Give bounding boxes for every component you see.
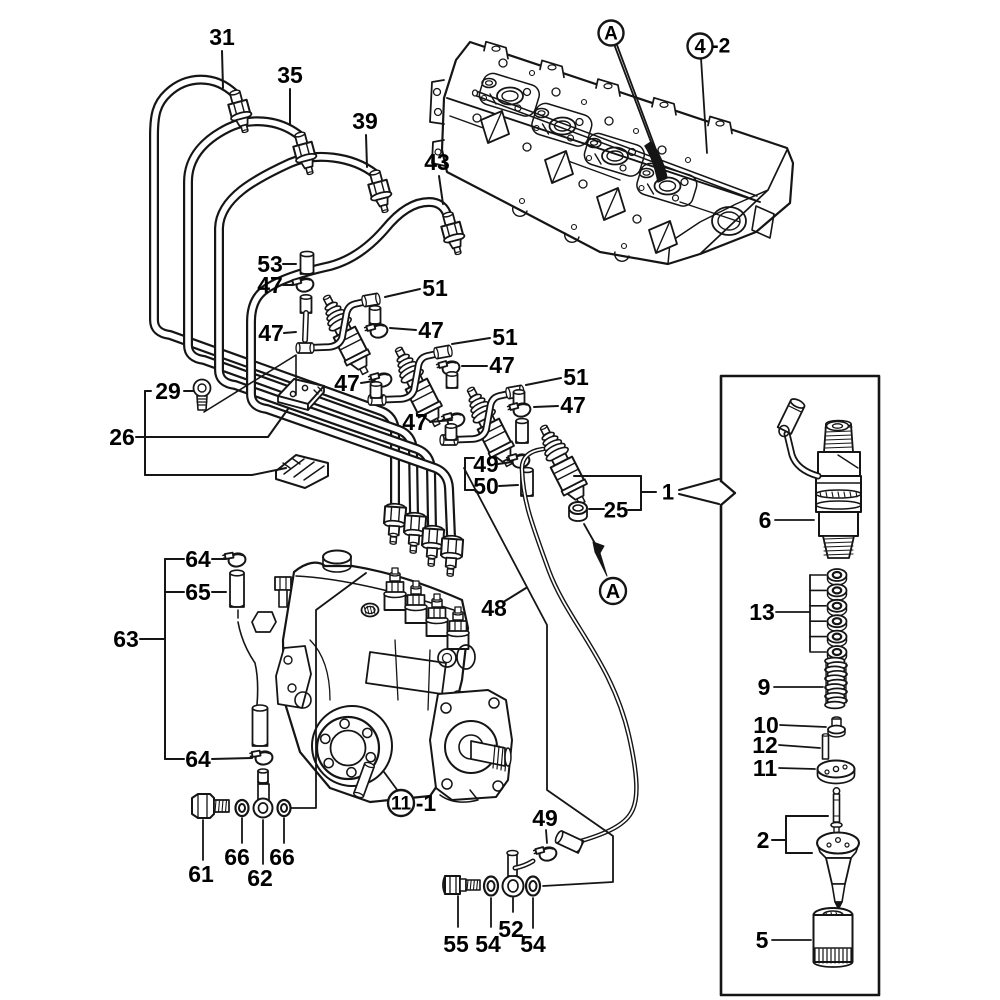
svg-text:48: 48 xyxy=(481,595,507,621)
svg-text:50: 50 xyxy=(473,473,499,499)
svg-text:6: 6 xyxy=(759,507,772,533)
svg-text:1: 1 xyxy=(662,480,674,505)
svg-text:51: 51 xyxy=(492,324,518,350)
svg-text:47: 47 xyxy=(402,409,428,435)
svg-text:66: 66 xyxy=(224,844,250,870)
svg-text:49: 49 xyxy=(532,805,558,831)
svg-text:47: 47 xyxy=(560,392,586,418)
svg-text:29: 29 xyxy=(155,378,181,404)
svg-text:53: 53 xyxy=(257,251,283,277)
svg-text:10: 10 xyxy=(753,712,779,738)
svg-text:49: 49 xyxy=(473,451,499,477)
svg-text:51: 51 xyxy=(563,364,589,390)
svg-text:47: 47 xyxy=(489,352,515,378)
svg-text:43: 43 xyxy=(424,149,450,175)
svg-text:31: 31 xyxy=(209,24,235,50)
svg-text:9: 9 xyxy=(758,674,771,700)
svg-text:66: 66 xyxy=(269,844,295,870)
svg-text:55: 55 xyxy=(443,931,469,957)
svg-text:63: 63 xyxy=(113,626,139,652)
svg-text:39: 39 xyxy=(352,108,378,134)
svg-text:47: 47 xyxy=(334,370,360,396)
svg-text:54: 54 xyxy=(520,931,546,957)
svg-text:-2: -2 xyxy=(712,35,731,58)
svg-text:52: 52 xyxy=(498,916,524,942)
svg-text:51: 51 xyxy=(422,275,448,301)
svg-text:5: 5 xyxy=(756,927,769,953)
svg-text:A: A xyxy=(606,581,620,603)
svg-text:47: 47 xyxy=(418,317,444,343)
svg-text:64: 64 xyxy=(185,746,211,772)
svg-text:25: 25 xyxy=(604,498,628,523)
svg-text:61: 61 xyxy=(188,861,214,887)
svg-text:62: 62 xyxy=(247,865,273,891)
svg-text:-1: -1 xyxy=(416,790,437,816)
svg-text:2: 2 xyxy=(757,827,770,853)
svg-text:11: 11 xyxy=(391,794,412,815)
svg-text:4: 4 xyxy=(694,36,706,58)
svg-text:47: 47 xyxy=(257,272,283,298)
svg-text:26: 26 xyxy=(109,424,135,450)
svg-text:64: 64 xyxy=(185,546,211,572)
svg-text:54: 54 xyxy=(475,931,501,957)
svg-text:47: 47 xyxy=(258,320,284,346)
svg-text:13: 13 xyxy=(749,599,775,625)
svg-text:65: 65 xyxy=(185,579,211,605)
svg-text:A: A xyxy=(604,24,618,45)
svg-text:11: 11 xyxy=(753,755,778,781)
svg-text:12: 12 xyxy=(752,732,778,758)
svg-text:35: 35 xyxy=(277,62,303,88)
